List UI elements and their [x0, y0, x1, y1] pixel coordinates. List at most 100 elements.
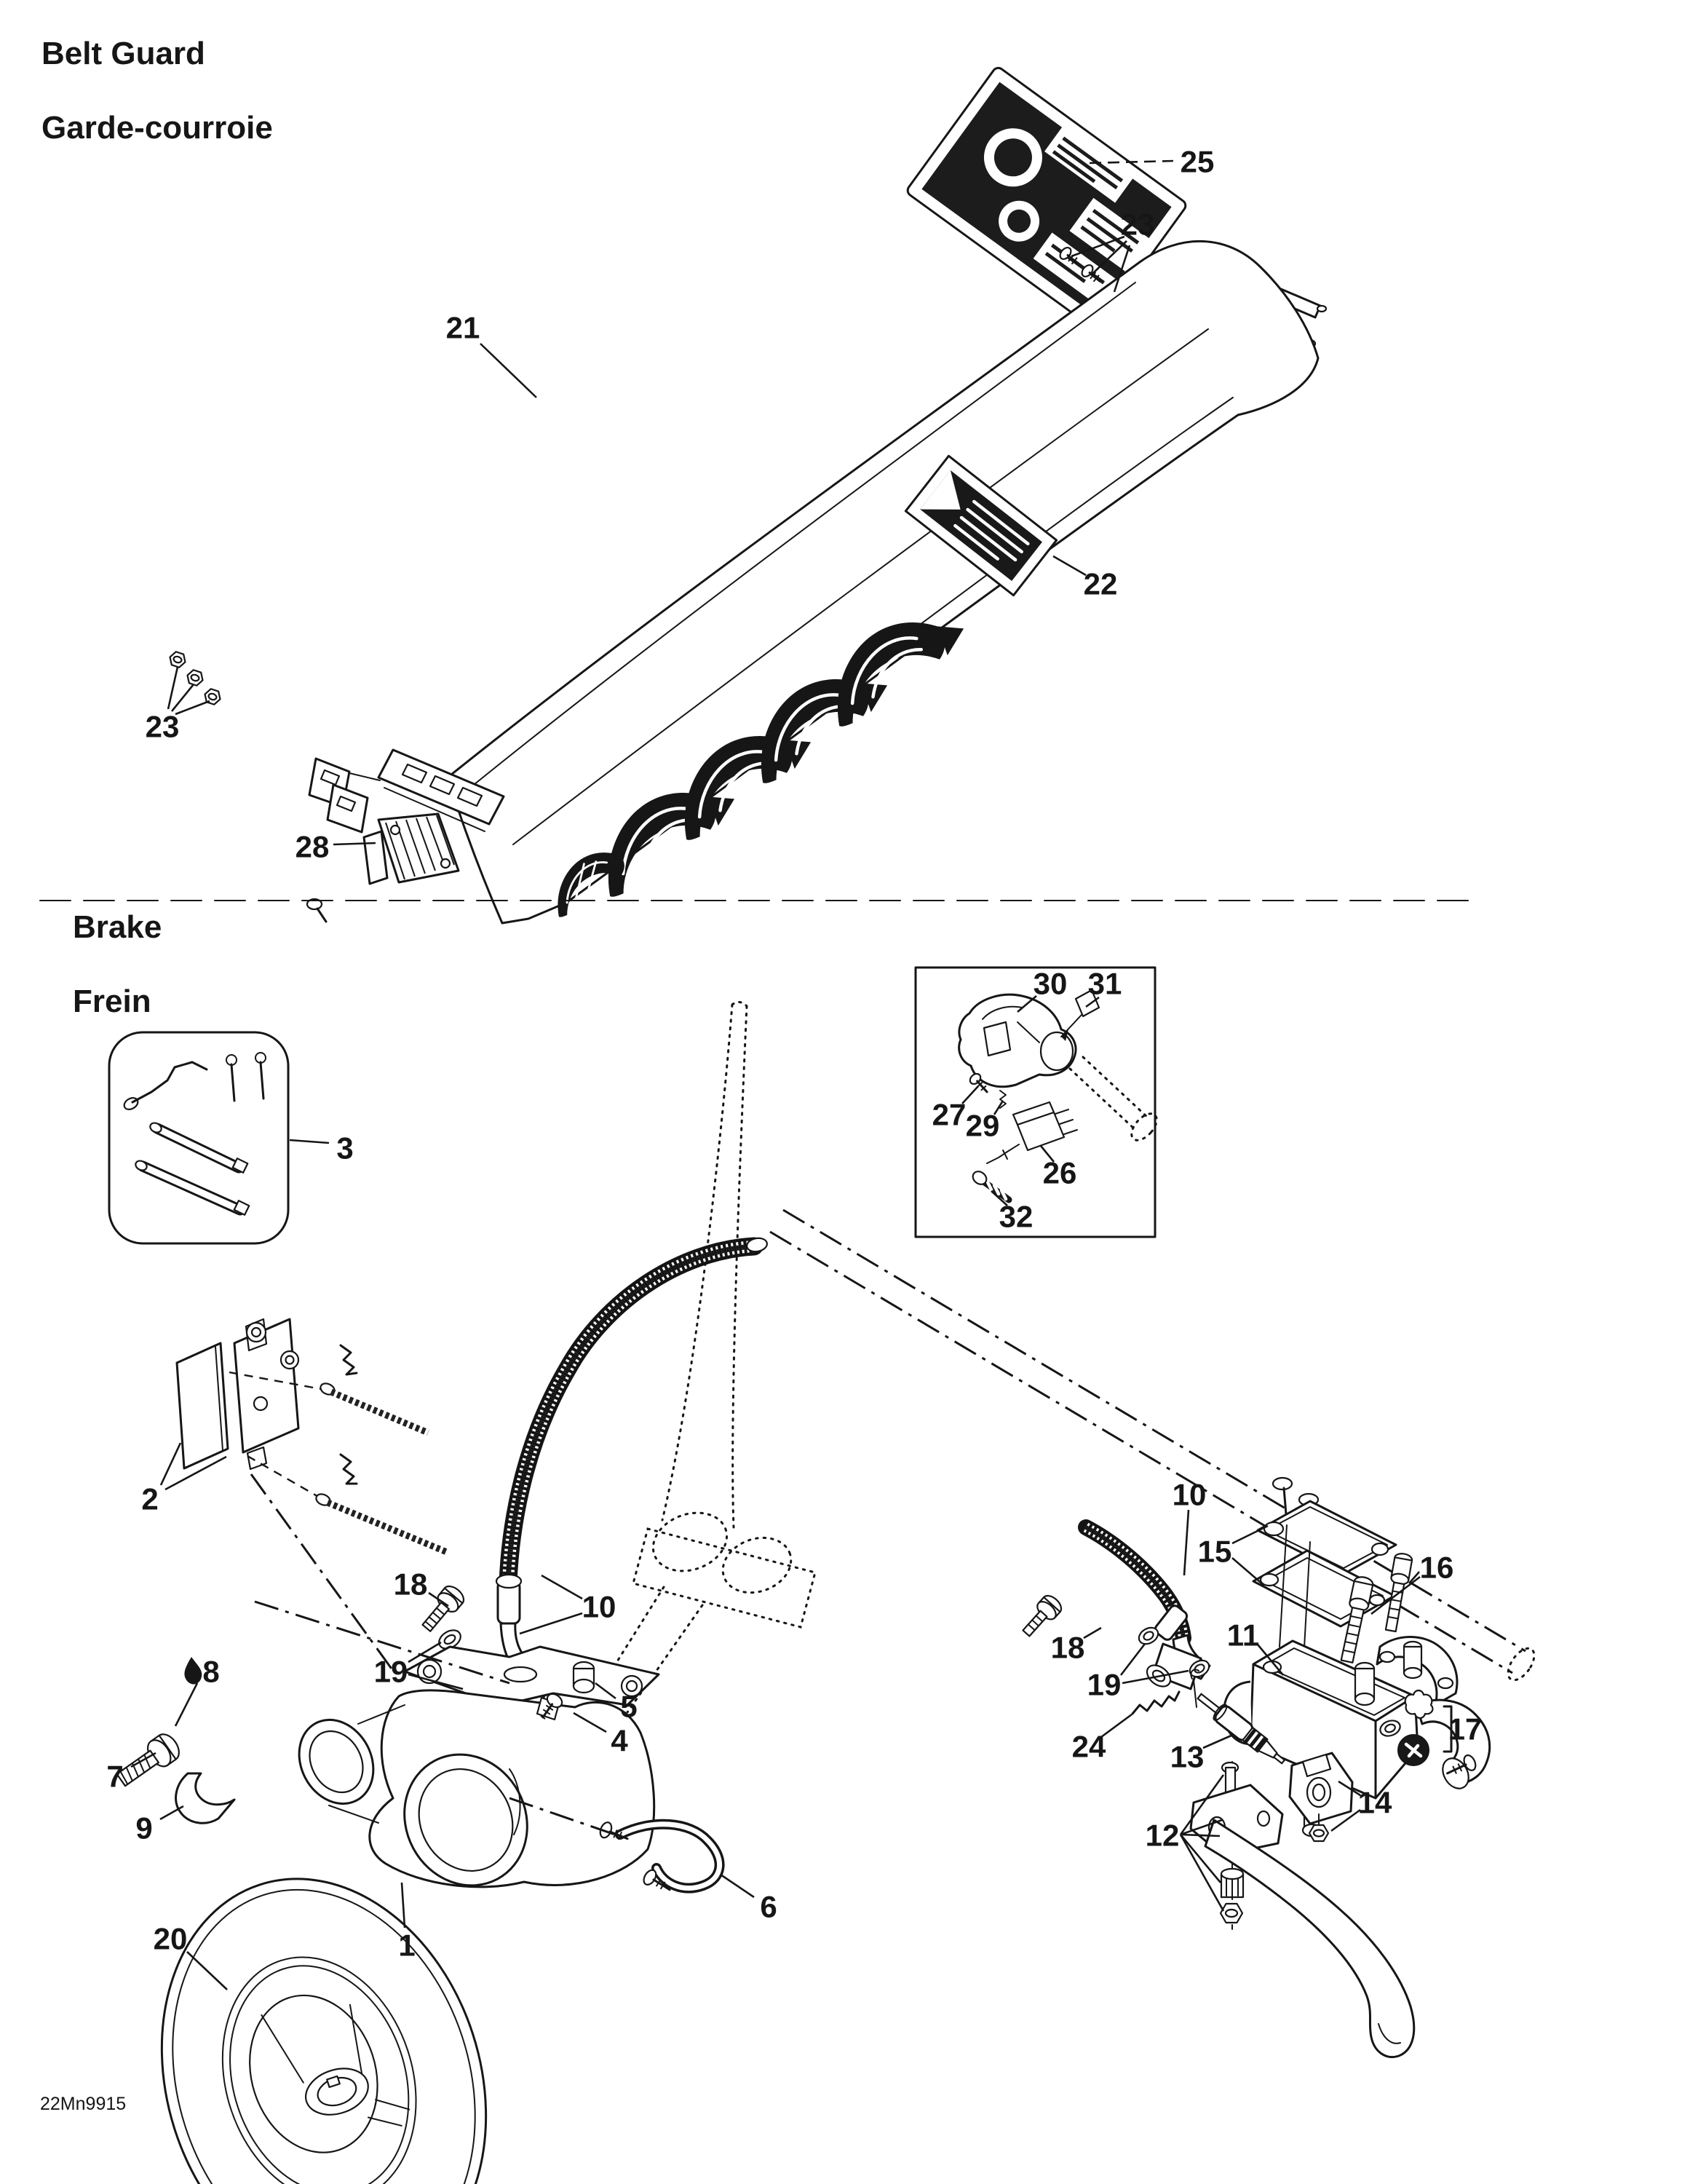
- callout-leader-3: [289, 1139, 330, 1144]
- callout-leader-4: [573, 1712, 607, 1733]
- callout-leader-23: [175, 700, 210, 716]
- callout-4: 4: [611, 1724, 628, 1758]
- steering-column-phantom: [594, 1001, 817, 1714]
- callout-leader-32: [991, 1190, 1008, 1206]
- callout-18: 18: [1051, 1631, 1085, 1665]
- bleeder-valve-4: [540, 1693, 563, 1720]
- callout-3: 3: [336, 1131, 353, 1166]
- callout-8: 8: [202, 1655, 219, 1689]
- callout-leader-29: [993, 1100, 1004, 1115]
- callout-14: 14: [1358, 1786, 1392, 1820]
- callout-23: 23: [1121, 207, 1155, 242]
- guard-louvers: [558, 622, 964, 917]
- switch-spring-29: [999, 1090, 1007, 1109]
- callout-25: 25: [1181, 145, 1215, 179]
- reservoir-cover-15: [1252, 1476, 1397, 1675]
- pad-retainer-pins: [315, 1344, 448, 1556]
- switch-inset-box: [914, 966, 1158, 1238]
- callout-leader-12: [1179, 1834, 1225, 1912]
- callout-leader-30: [1017, 995, 1037, 1013]
- callout-leader-26: [1039, 1145, 1055, 1163]
- callout-leader-5: [595, 1682, 616, 1700]
- callout-leader-23: [1071, 235, 1125, 258]
- callout-6: 6: [760, 1890, 777, 1924]
- banjo-bolt-18-left: [421, 1585, 465, 1632]
- callout-9: 9: [135, 1811, 152, 1845]
- brake-hose-right-10: [1078, 1519, 1211, 1690]
- switch-wedge-31: [1074, 989, 1100, 1018]
- callout-29: 29: [966, 1109, 1000, 1143]
- handlebar-clamp-16: [1340, 1553, 1491, 1789]
- callout-20: 20: [154, 1922, 188, 1956]
- callout-2: 2: [141, 1482, 158, 1516]
- callout-30: 30: [1034, 967, 1068, 1001]
- kit-pin-b: [135, 1160, 250, 1216]
- callout-leader-12: [1179, 1774, 1225, 1835]
- brake-section: [108, 966, 1536, 2184]
- callout-leader-11: [1257, 1644, 1284, 1676]
- callout-15: 15: [1198, 1535, 1232, 1569]
- callout-leader-23: [170, 684, 195, 712]
- callout-31: 31: [1088, 967, 1122, 1001]
- callout-leader-25: [1089, 159, 1174, 165]
- handlebar-phantom: [769, 1208, 1536, 1682]
- callout-21: 21: [446, 311, 480, 345]
- callout-leader-18: [428, 1591, 449, 1607]
- callout-17: 17: [1448, 1712, 1483, 1746]
- callout-leader-10: [1183, 1509, 1190, 1576]
- callout-10: 10: [1173, 1478, 1207, 1512]
- callout-leader-14: [1338, 1780, 1361, 1797]
- callout-24: 24: [1072, 1730, 1106, 1764]
- callout-16: 16: [1420, 1551, 1454, 1585]
- belt-guard-panel-21: [308, 240, 1320, 925]
- bleeder-cap-5: [572, 1661, 595, 1694]
- pad-spring-clip-9: [175, 1772, 236, 1824]
- callout-13: 13: [1170, 1740, 1205, 1774]
- crossover-hose-6: [509, 1797, 725, 1894]
- callout-7: 7: [106, 1760, 123, 1794]
- callout-leader-20: [186, 1951, 228, 1990]
- switch-screw-27: [969, 1072, 988, 1093]
- callout-leader-6: [720, 1873, 755, 1899]
- callout-leader-19: [408, 1673, 464, 1690]
- spring-24: [1131, 1690, 1181, 1715]
- brake-caliper-1: [254, 1600, 660, 1888]
- switch-screw-32: [972, 1171, 1012, 1203]
- callout-leader-15: [1231, 1557, 1265, 1586]
- mounting-bolt-7: [116, 1733, 180, 1787]
- callout-leader-23: [1113, 245, 1131, 293]
- callout-18: 18: [394, 1567, 428, 1602]
- callout-28: 28: [295, 830, 330, 864]
- decal-plate-25: [906, 66, 1187, 330]
- belt-guard-section: [169, 66, 1328, 925]
- banjo-bolt-18-right: [1022, 1594, 1063, 1637]
- callout-12: 12: [1146, 1819, 1180, 1853]
- callout-19: 19: [1087, 1668, 1122, 1702]
- callout-leader-9: [159, 1805, 184, 1821]
- brake-title-en: Brake: [73, 909, 162, 945]
- brake-title-fr: Frein: [73, 984, 151, 1020]
- callout-leader-12: [1180, 1834, 1221, 1883]
- callout-leader-19: [1122, 1669, 1189, 1685]
- callout-leader-22: [1052, 555, 1087, 577]
- switch-housing-30: [958, 993, 1077, 1088]
- master-cylinder-assembly: [1022, 1476, 1491, 2058]
- washers-19-right: [1138, 1626, 1210, 1678]
- callout-leader-23: [1092, 240, 1127, 274]
- belt-guard-title-en: Belt Guard: [41, 36, 205, 71]
- bracket-28: [306, 812, 460, 923]
- callout-leader-12: [1180, 1833, 1221, 1837]
- lever-holder-14: [1288, 1752, 1354, 1843]
- callout-32: 32: [999, 1200, 1034, 1234]
- seal-kit-17: [1379, 1689, 1477, 1775]
- callout-10: 10: [582, 1590, 616, 1624]
- callout-leader-28: [333, 842, 376, 846]
- nuts-23-left: [169, 651, 221, 705]
- belt-guard-title: Belt Guard Garde-courroie: [41, 35, 273, 146]
- callout-leader-19: [408, 1641, 442, 1663]
- brake-lever: [1189, 1784, 1416, 2058]
- callout-26: 26: [1043, 1156, 1077, 1190]
- callout-leader-12: [1180, 1819, 1223, 1836]
